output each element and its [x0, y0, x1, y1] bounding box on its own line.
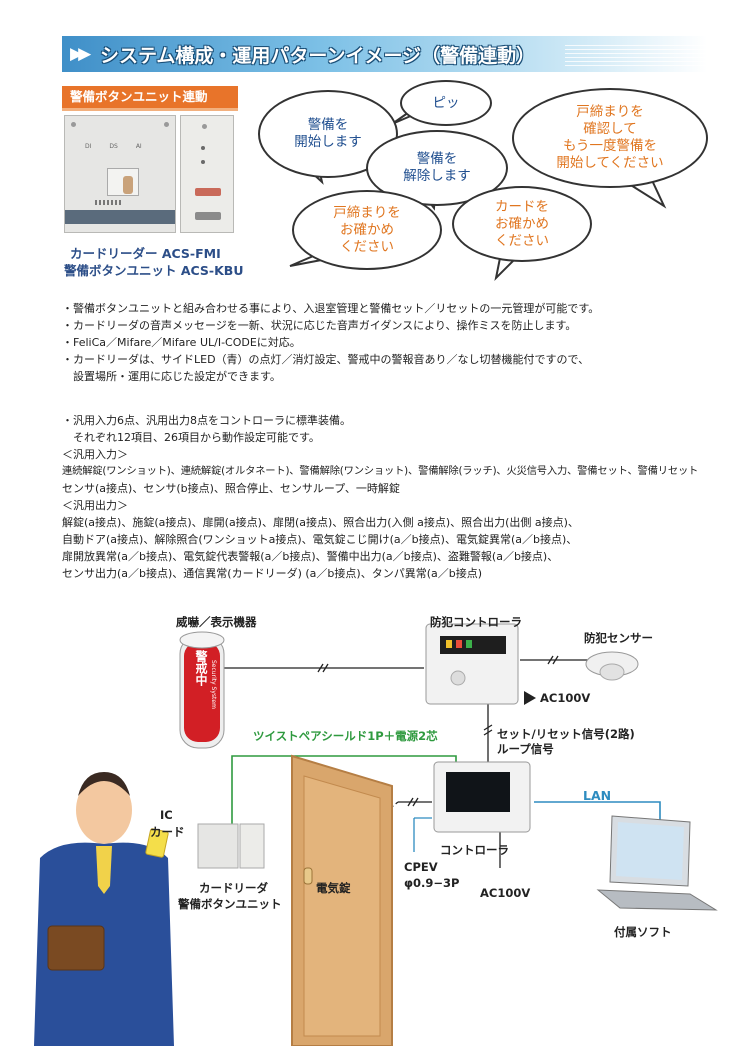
- feature-list: ・警備ボタンユニットと組み合わせる事により、入退室管理と警備セット／リセットの一…: [62, 300, 599, 385]
- alarm-device-display: 警戒中: [194, 650, 208, 686]
- controller-label: コントローラ: [440, 843, 509, 857]
- cpev-label-line1: CPEV: [404, 860, 438, 874]
- panel-label: AI: [135, 143, 142, 150]
- io-line: 連続解錠(ワンショット)、連続解錠(オルタネート)、警備解除(ワンショット)、警…: [62, 465, 699, 477]
- security-sensor-label: 防犯センサー: [584, 631, 653, 645]
- feature-item: ・警備ボタンユニットと組み合わせる事により、入退室管理と警備セット／リセットの一…: [62, 302, 600, 315]
- button-unit-image: [180, 115, 234, 233]
- speech-bubble-beep: ピッ: [400, 80, 492, 126]
- electric-lock-label: 電気錠: [316, 881, 351, 895]
- io-line: 解錠(a接点)、施錠(a接点)、扉開(a接点)、扉閉(a接点)、照合出力(入側 …: [62, 516, 579, 529]
- reader-label-line2: 警備ボタンユニット: [178, 897, 282, 911]
- io-line: 扉開放異常(a／b接点)、電気錠代表警報(a／b接点)、警備中出力(a／b接点)…: [62, 550, 559, 563]
- io-spec: ・汎用入力6点、汎用出力8点をコントローラに標準装備。 それぞれ12項目、26項…: [62, 412, 698, 582]
- header-stripes: [565, 44, 707, 66]
- feature-item: ・カードリーダは、サイドLED（青）の点灯／消灯設定、警戒中の警報音あり／なし切…: [62, 353, 590, 366]
- device-caption-line2: 警備ボタンユニット ACS-KBU: [64, 263, 244, 278]
- speech-bubble-confirm-card: カードを お確かめ ください: [452, 186, 592, 262]
- cpev-label-line2: φ0.9−3P: [404, 876, 460, 890]
- twisted-pair-label: ツイストペアシールド1P＋電源2芯: [253, 729, 438, 743]
- io-line: センサ出力(a／b接点)、通信異常(カードリーダ) (a／b接点)、タンパ異常(…: [62, 567, 482, 580]
- double-arrow-icon: ▶▶: [70, 44, 91, 64]
- signal-label-line2: ループ信号: [497, 742, 554, 756]
- card-reader-image: DI DS AI: [64, 115, 176, 233]
- lan-label: LAN: [583, 788, 612, 803]
- io-line: ＜汎用入力＞: [62, 448, 128, 461]
- security-controller-label: 防犯コントローラ: [430, 615, 522, 629]
- feature-item: 設置場所・運用に応じた設定ができます。: [62, 370, 281, 383]
- feature-item: ・カードリーダの音声メッセージを一新、状況に応じた音声ガイダンスにより、操作ミス…: [62, 319, 577, 332]
- panel-label: DI: [85, 143, 92, 150]
- ic-card-label-line1: IC: [160, 808, 173, 822]
- ac100v-top-label: AC100V: [540, 691, 591, 705]
- speech-bubble-check-lock: 戸締まりを 確認して もう一度警備を 開始してください: [512, 88, 708, 188]
- alarm-device-brand: Security System: [210, 660, 217, 709]
- io-line: ・汎用入力6点、汎用出力8点をコントローラに標準装備。: [62, 414, 351, 427]
- io-line: センサ(a接点)、センサ(b接点)、照合停止、センサループ、一時解錠: [62, 482, 400, 495]
- io-line: 自動ドア(a接点)、解除照合(ワンショットa接点)、電気錠こじ開け(a／b接点)…: [62, 533, 578, 546]
- page-title: システム構成・運用パターンイメージ（警備連動）: [100, 45, 536, 67]
- ic-card-label-line2: カード: [150, 825, 185, 839]
- alarm-device-label: 威嚇／表示機器: [176, 615, 257, 629]
- section-tag: 警備ボタンユニット連動: [62, 86, 238, 108]
- device-caption-line1: カードリーダー ACS-FMI: [70, 246, 221, 261]
- panel-label: DS: [109, 143, 118, 150]
- io-line: ＜汎用出力＞: [62, 499, 128, 512]
- reader-label-line1: カードリーダ: [199, 881, 268, 895]
- feature-item: ・FeliCa／Mifare／Mifare UL/I-CODEに対応。: [62, 336, 301, 349]
- speech-bubble-confirm-lock: 戸締まりを お確かめ ください: [292, 190, 442, 270]
- signal-label-line1: セット/リセット信号(2路): [497, 727, 635, 741]
- software-label: 付属ソフト: [614, 925, 672, 939]
- ac100v-bottom-label: AC100V: [480, 886, 531, 900]
- section-tag-underline: [62, 108, 238, 111]
- wiring-diagram: [34, 623, 718, 1046]
- io-line: それぞれ12項目、26項目から動作設定可能です。: [62, 431, 320, 444]
